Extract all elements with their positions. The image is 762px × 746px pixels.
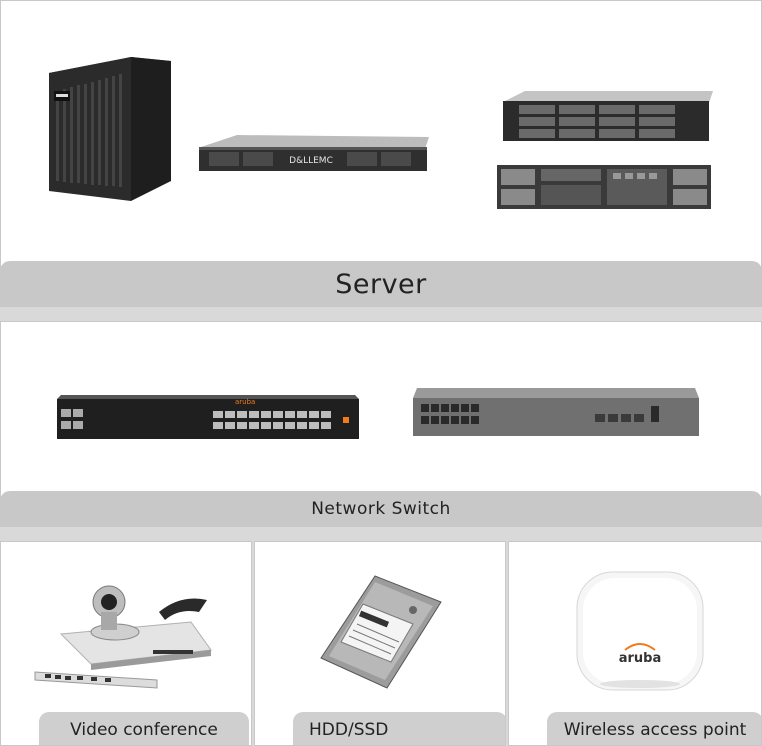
aruba-logo: aruba [619, 651, 662, 666]
dell-emc-logo: D&LLEMC [289, 156, 333, 166]
section-banner-switch: Network Switch [0, 491, 762, 527]
server-panel: D&LLEMC [0, 0, 762, 307]
rack-server-2u-front-image[interactable] [501, 89, 713, 145]
section-banner-server: Server [0, 261, 762, 307]
rack-server-2u-rear-image[interactable] [495, 163, 713, 211]
hdd-ssd-label: HDD/SSD [309, 719, 389, 740]
video-conference-label: Video conference [70, 719, 218, 740]
network-switch-label: Network Switch [311, 499, 451, 519]
label-pill-storage: HDD/SSD [293, 712, 505, 745]
aruba-switch-logo: aruba [235, 398, 255, 406]
wireless-access-point-label: Wireless access point [563, 719, 747, 740]
hard-drive-image[interactable] [315, 572, 445, 692]
wireless-ap-panel: aruba Wireless access point [508, 541, 762, 746]
gray-switch-image[interactable] [411, 384, 701, 440]
wireless-access-point-image[interactable]: aruba [573, 568, 707, 694]
video-conference-panel: Video conference [0, 541, 252, 746]
label-pill-video: Video conference [39, 712, 249, 745]
hdd-ssd-panel: HDD/SSD [254, 541, 506, 746]
video-conference-kit-image[interactable] [31, 572, 221, 692]
label-pill-wireless: Wireless access point [547, 712, 761, 745]
aruba-switch-image[interactable]: aruba [55, 389, 361, 441]
server-label: Server [335, 268, 427, 300]
rack-server-1u-image[interactable]: D&LLEMC [197, 133, 429, 175]
tower-server-image[interactable] [46, 51, 176, 216]
